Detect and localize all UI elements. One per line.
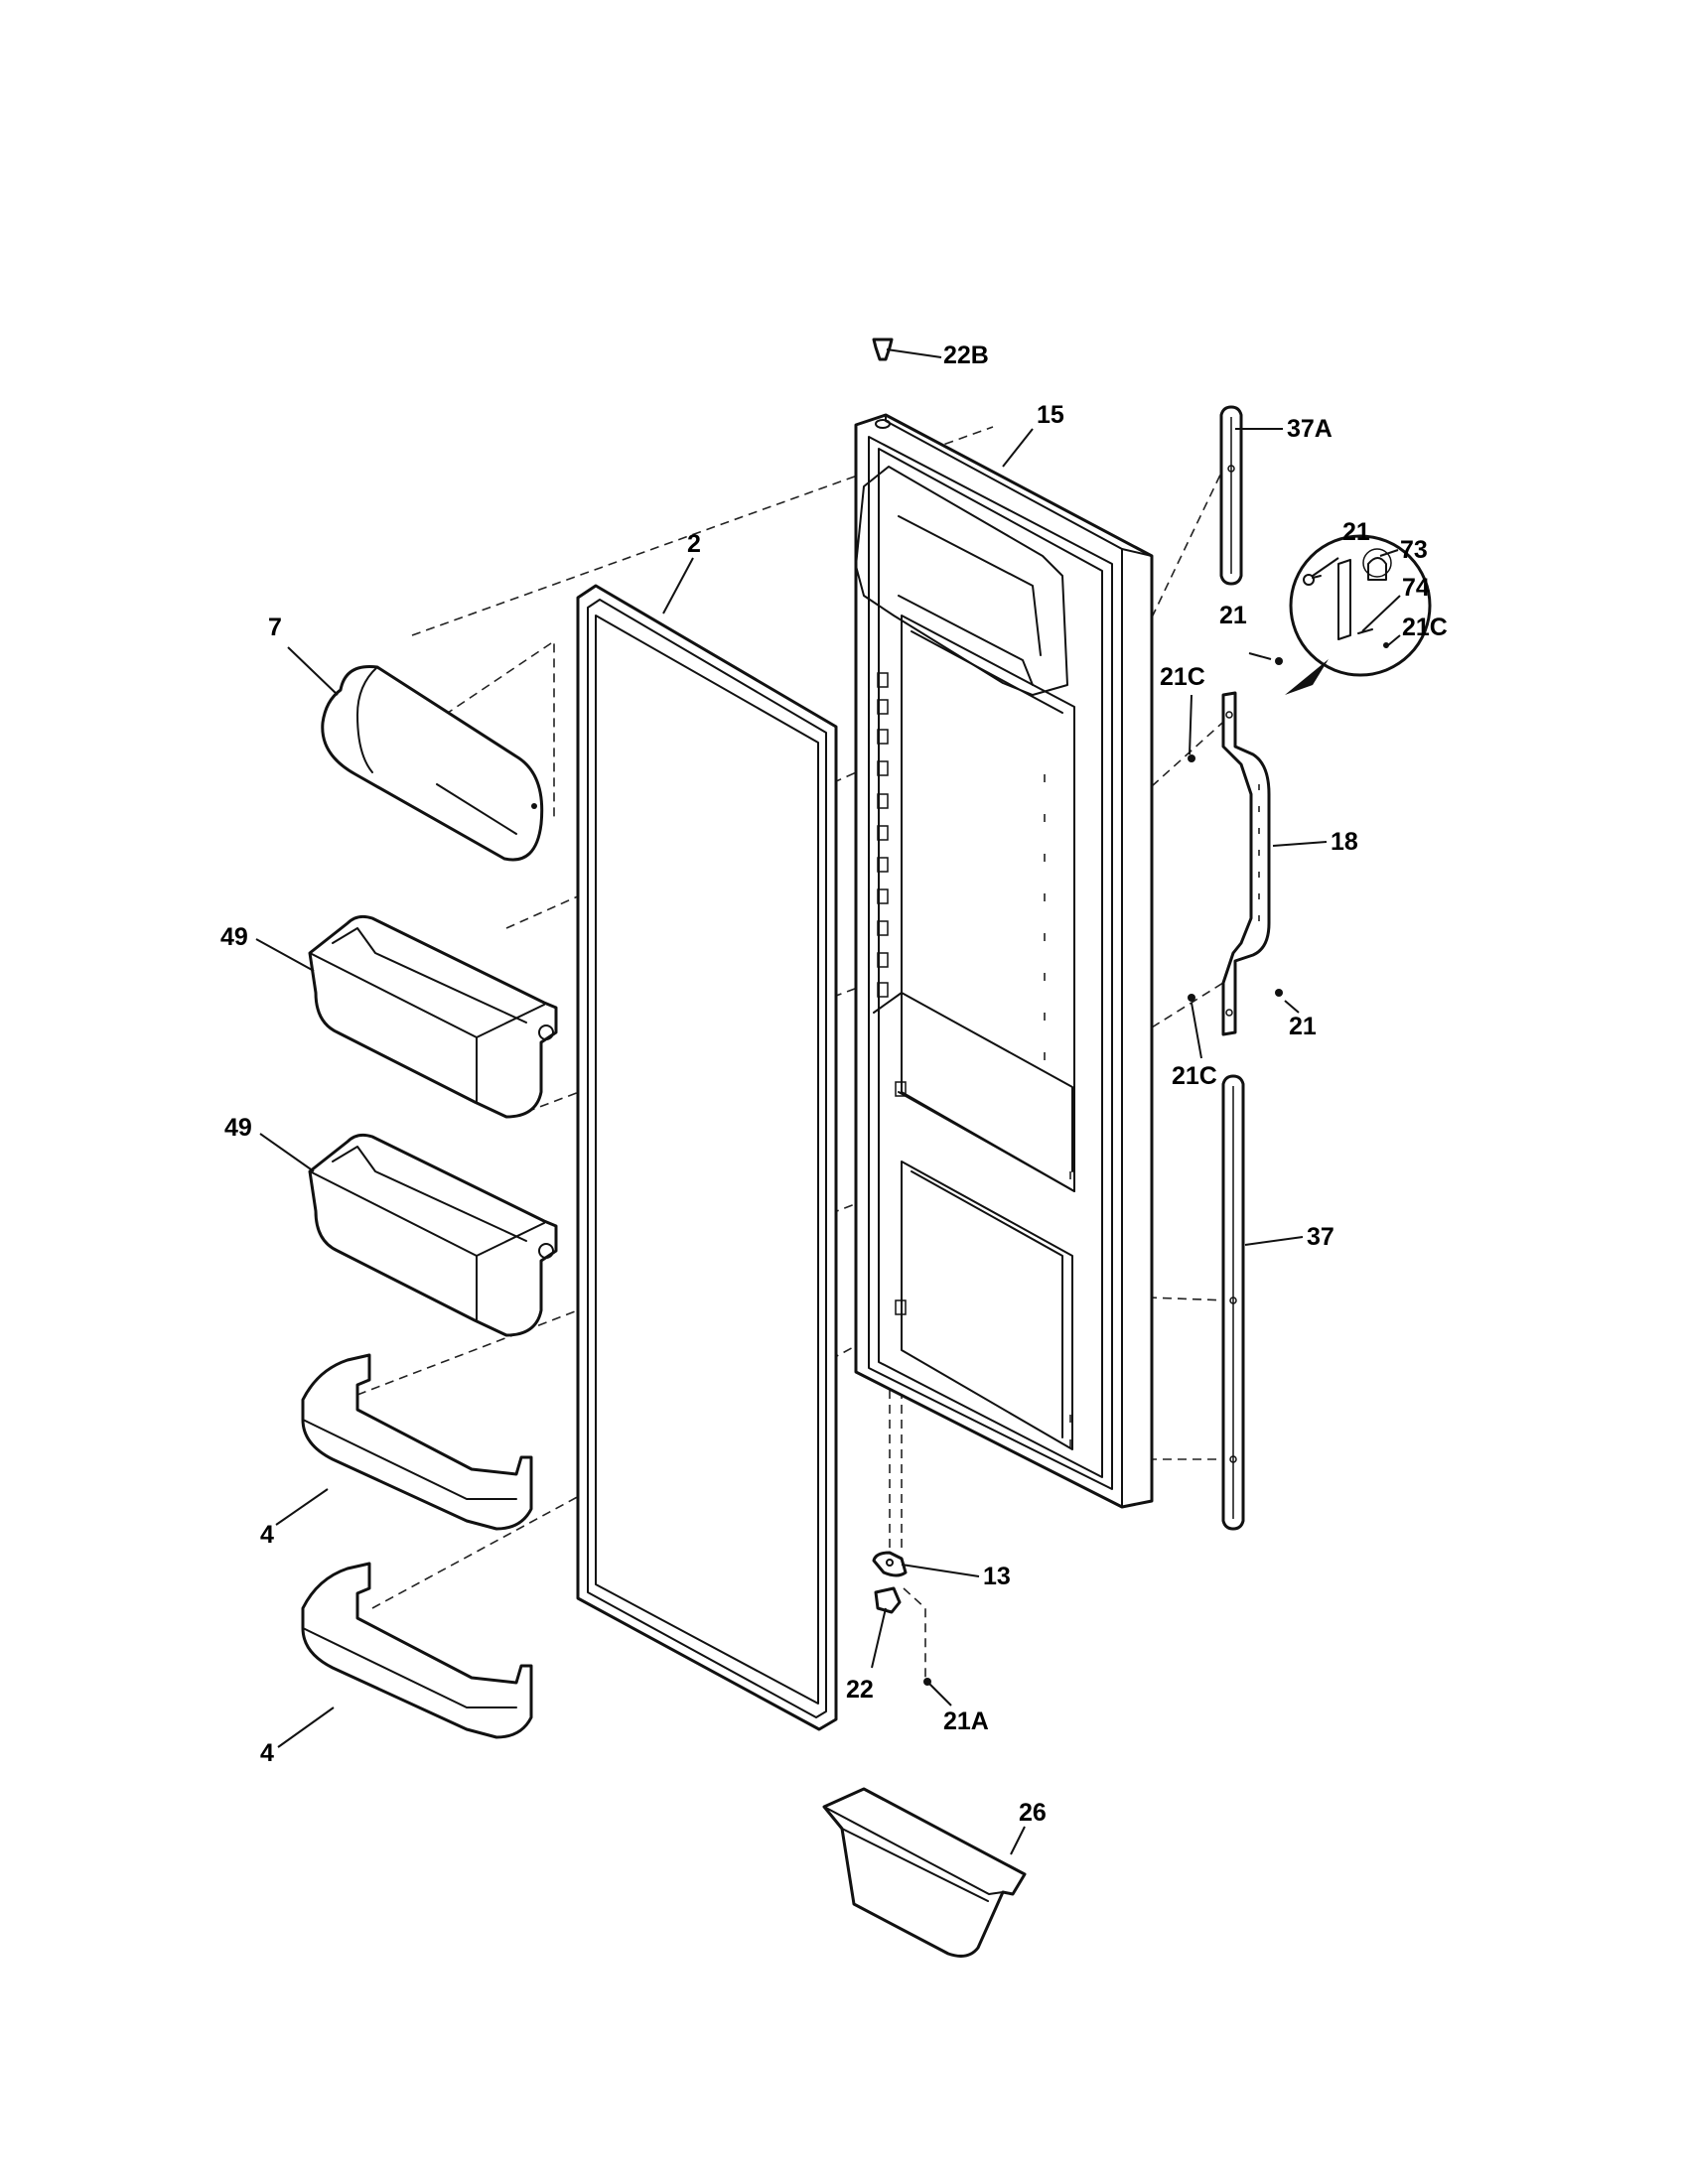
- callout-15: 15: [1037, 401, 1064, 429]
- door-outer-panel: [854, 413, 1154, 1509]
- leader-lines: [255, 348, 1401, 1855]
- door-shelf-lower: [301, 1562, 533, 1739]
- callout-labels: 22B 15 37A 2 7 21 73 74 21C 21 21C 18 49…: [220, 341, 1448, 1827]
- callout-21c-top: 21C: [1160, 663, 1205, 691]
- callout-2: 2: [687, 530, 701, 558]
- door-gasket: [576, 584, 838, 1731]
- callout-22: 22: [846, 1676, 874, 1704]
- callout-74: 74: [1402, 574, 1430, 602]
- door-adjustment-studs: [877, 672, 1071, 1447]
- screws: [923, 657, 1283, 1686]
- trim-top-37a: [1219, 405, 1243, 586]
- door-shelf-upper: [301, 1353, 533, 1531]
- door-bin-lower: [308, 1133, 558, 1337]
- butter-compartment: [321, 664, 544, 862]
- callout-21c-inset: 21C: [1402, 614, 1448, 641]
- hinge-pin-22: [874, 1586, 902, 1614]
- callout-49-upper: 49: [220, 923, 248, 951]
- callout-18: 18: [1331, 828, 1358, 856]
- callout-13: 13: [983, 1563, 1011, 1590]
- callout-4-lower: 4: [260, 1739, 274, 1767]
- trim-bottom-37: [1221, 1074, 1245, 1531]
- hinge-bracket-13: [872, 1551, 908, 1577]
- callout-4-upper: 4: [260, 1521, 274, 1549]
- callout-21-top: 21: [1219, 602, 1247, 629]
- hinge-cap-22b: [872, 338, 894, 361]
- callout-21-bottom: 21: [1289, 1013, 1317, 1040]
- bottom-hinge-parts: [872, 1551, 908, 1614]
- door-assembly: [854, 338, 1154, 1509]
- bottom-tray-26: [822, 1787, 1027, 1958]
- callout-22b: 22B: [943, 341, 989, 369]
- callout-37a: 37A: [1287, 415, 1333, 443]
- callout-73: 73: [1400, 536, 1428, 564]
- callout-7: 7: [268, 614, 282, 641]
- callout-49-lower: 49: [224, 1114, 252, 1142]
- door-handle: [1221, 691, 1271, 1036]
- callout-21c-bottom: 21C: [1172, 1062, 1217, 1090]
- callout-21a: 21A: [943, 1707, 989, 1735]
- door-bin-upper: [308, 914, 558, 1119]
- callout-21-inset: 21: [1342, 518, 1370, 546]
- callout-26: 26: [1019, 1799, 1047, 1827]
- callout-37: 37: [1307, 1223, 1334, 1251]
